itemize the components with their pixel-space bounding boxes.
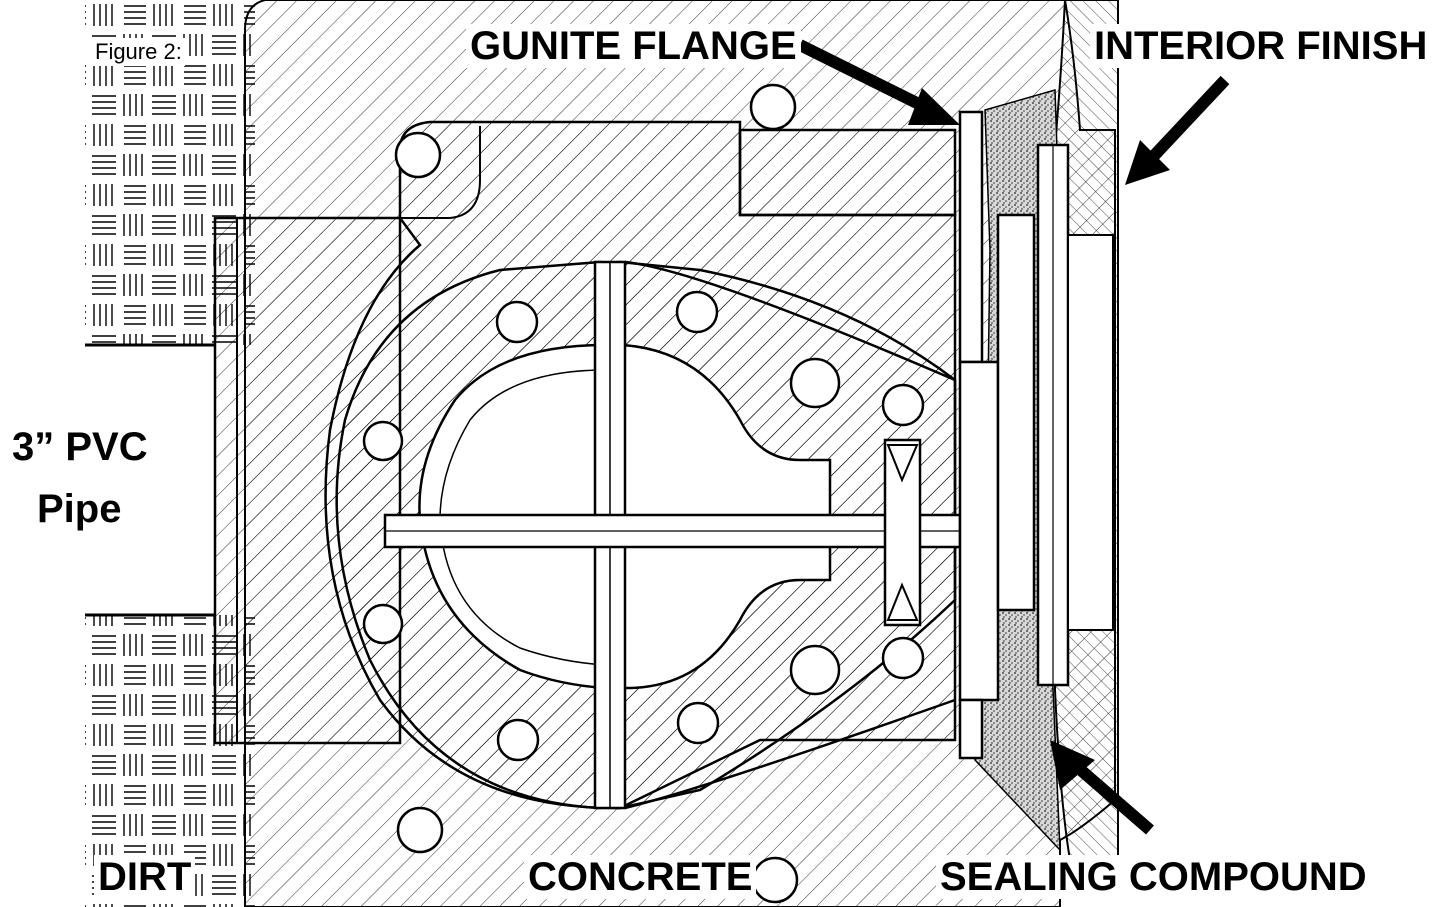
interior-finish-label: INTERIOR FINISH	[1090, 24, 1432, 68]
bolt-hole	[881, 636, 925, 680]
gunite-flange-plate	[958, 110, 984, 364]
figure-caption: Figure 2:	[92, 38, 185, 66]
bolt-hole	[362, 420, 404, 462]
bolt-hole	[496, 718, 540, 762]
bolt-hole	[394, 131, 442, 179]
bolt-hole	[676, 701, 720, 745]
interior-finish-arrow	[1145, 75, 1230, 165]
callout-arrows	[797, 39, 1230, 835]
gunite-flange-label: GUNITE FLANGE	[466, 24, 801, 68]
bolt-hole	[751, 856, 799, 904]
bolt-hole	[789, 644, 841, 696]
pipe-void	[85, 345, 215, 615]
dirt-label: DIRT	[94, 855, 196, 899]
bolt-hole	[675, 290, 719, 334]
concrete-label: CONCRETE	[524, 855, 757, 899]
bolt-hole	[362, 603, 404, 645]
gunite-flange-arrow	[797, 39, 938, 118]
flange-collar	[996, 213, 1036, 612]
pvc-pipe-label-line1: 3” PVC	[8, 425, 152, 469]
bolt-hole	[749, 83, 797, 131]
bolt-hole	[881, 383, 925, 427]
pvc-pipe-label-line2: Pipe	[33, 487, 126, 531]
sealing-compound-label: SEALING COMPOUND	[936, 855, 1371, 899]
sealing-compound-arrow	[1071, 760, 1154, 835]
bolt-hole	[396, 806, 444, 854]
bolt-hole	[495, 300, 539, 344]
bolt-hole	[789, 357, 841, 409]
